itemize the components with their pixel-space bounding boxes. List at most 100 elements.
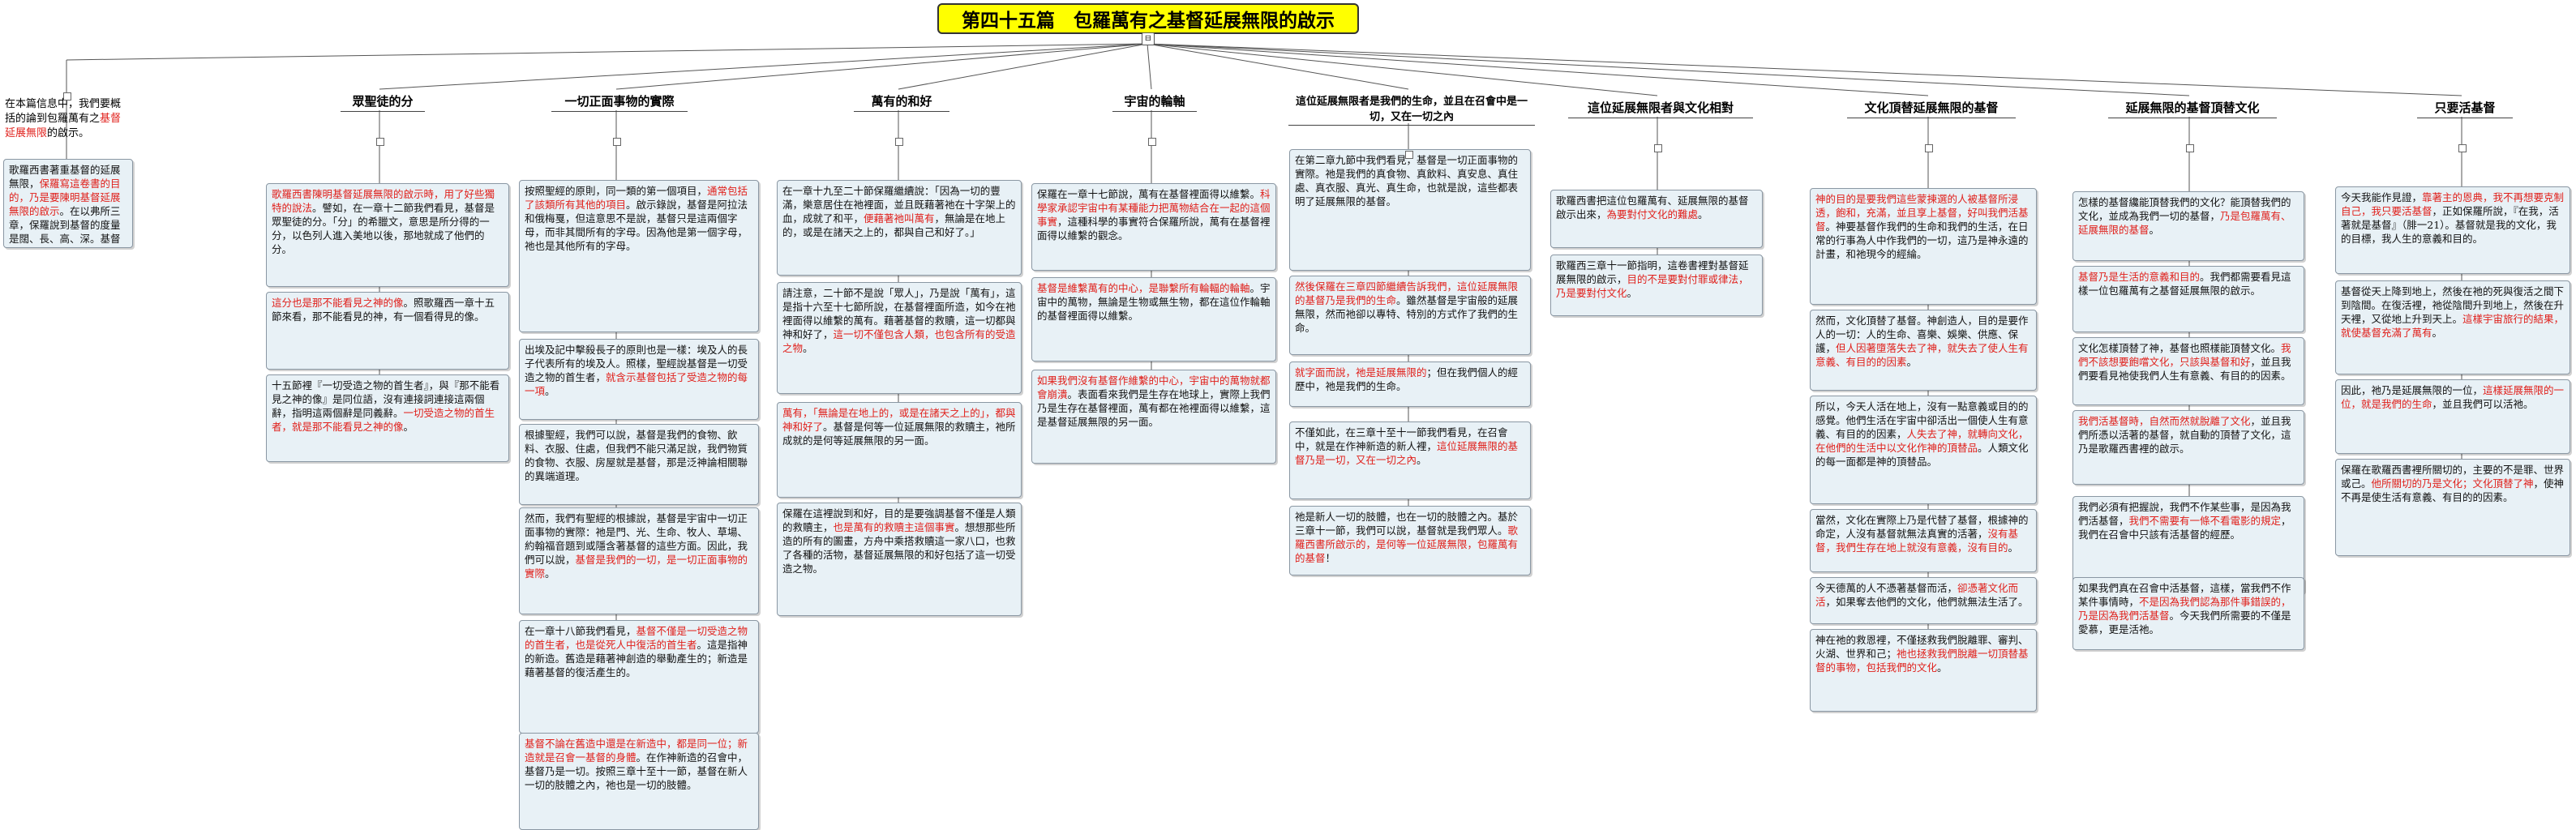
note-text: 十五節裡『一切受造之物的首生者』，與『那不能看見之神的像』是同位語，沒有連接詞連… [272, 379, 500, 419]
branch-toggle-icon[interactable] [895, 138, 903, 146]
note-text: 。 [1698, 208, 1708, 220]
note-card[interactable]: 我們活基督時，自然而然就脫離了文化，並且我們所憑以活著的基督，就自動的頂替了文化… [2072, 410, 2304, 485]
branch-title-7[interactable]: 文化頂替延展無限的基督 [1847, 97, 2016, 118]
note-card[interactable]: 不僅如此，在三章十至十一節我們看見，在召會中，就是在作神新造的新人裡，這位延展無… [1289, 421, 1531, 499]
note-card[interactable]: 神在祂的救恩裡，不僅拯救我們脫離罪、審判、火湖、世界和己；祂也拯救我們脫離一切頂… [1810, 629, 2037, 712]
note-text: 。 [545, 385, 555, 397]
note-card[interactable]: 請注意，二十節不是說「眾人」，乃是說「萬有」，這是指十六至十七節所說，在基督裡面… [777, 282, 1022, 394]
note-card[interactable]: 神的目的是要我們這些蒙揀選的人被基督所浸透，飽和，充滿，並且享上基督，好叫我們活… [1810, 188, 2037, 305]
note-card[interactable]: 歌羅西書著重基督的延展無限，保羅寫這卷書的目的，乃是要陳明基督延展無限的啟示。在… [3, 159, 133, 248]
note-card[interactable]: 出埃及記中擊殺長子的原則也是一樣：埃及人的長子代表所有的埃及人。照樣，聖經說基督… [519, 339, 759, 420]
branch-toggle-icon[interactable] [2186, 144, 2194, 152]
note-card[interactable]: 然後保羅在三章四節繼續告訴我們，這位延展無限的基督乃是我們的生命。雖然基督是宇宙… [1289, 276, 1531, 355]
note-card[interactable]: 基督是維繫萬有的中心，是聯繫所有輪輻的輪軸。宇宙中的萬物，無論是生物或無生物，都… [1031, 277, 1276, 362]
branch-toggle-icon[interactable] [2458, 144, 2467, 152]
branch-toggle-icon[interactable] [1405, 151, 1413, 159]
note-card[interactable]: 保羅在這裡說到和好，目的是要強調基督不僅是人類的救贖主，也是萬有的救贖主這個事實… [777, 503, 1022, 616]
branch-title-6[interactable]: 這位延展無限者與文化相對 [1568, 97, 1753, 118]
note-text: 。宇宙中的萬物，無論是生物或無生物，都在這位作輪軸的基督裡面得以維繫。 [1037, 282, 1271, 322]
note-text: 。 [803, 342, 813, 354]
note-card[interactable]: 所以，今天人活在地上，沒有一點意義或目的的感覺。他們生活在宇宙中卻活出一個使人生… [1810, 396, 2037, 504]
note-text: 祂是新人一切的肢體，也在一切的肢體之內。基於三章十一節，我們可以說，基督就是我們… [1295, 511, 1519, 537]
note-card[interactable]: 這分也是那不能看見之神的像。照歌羅西一章十五節來看，那不能看見的神，有一個看得見… [266, 292, 509, 370]
note-card[interactable]: 歌羅西書陳明基督延展無限的啟示時，用了好些獨特的說法。譬如，在一章十二節我們看見… [266, 183, 509, 287]
branch-title-3[interactable]: 萬有的和好 [854, 91, 949, 112]
note-card[interactable]: 基督從天上降到地上，然後在祂的死與復活之間下到陰間。在復活裡，祂從陰間升到地上，… [2335, 280, 2570, 374]
note-text: ，無論是在地上的，或是在諸天之上的，都與自己和好了。」 [782, 212, 1006, 238]
note-card[interactable]: 今天德萬的人不憑著基督而活，卻憑著文化而活，如果奪去他們的文化，他們就無法生活了… [1810, 577, 2037, 624]
note-text: 。照歌羅西一章十五節來看，那不能看見的神，有一個看得見的像。 [272, 297, 495, 323]
branch-toggle-icon[interactable] [376, 138, 384, 146]
note-card[interactable]: 歌羅西書把這位包羅萬有、延展無限的基督啟示出來，為要對付文化的難處。 [1550, 190, 1763, 248]
connector [1147, 43, 1409, 90]
branch-toggle-icon[interactable] [1148, 138, 1156, 146]
connector [1147, 43, 1152, 90]
highlight-text: 這位延展無限的基督乃是一切，又在一切之內 [1295, 440, 1519, 466]
note-card[interactable]: 因此，祂乃是延展無限的一位，這樣延展無限的一位，就是我們的生命，並且我們可以活祂… [2335, 379, 2570, 454]
branch-toggle-icon[interactable] [613, 138, 621, 146]
note-card[interactable]: 根據聖經，我們可以說，基督是我們的食物、飲料、衣服、住處，但我們不能只滿足說，我… [519, 424, 759, 505]
highlight-text: 沒有基督，我們生存在地上就沒有意義，沒有目的 [1815, 528, 2019, 554]
note-text: 。人類文化的每一面都是神的頂替品。 [1815, 442, 2029, 468]
note-text: 怎樣的基督纔能頂替我們的文化？能頂替我們的文化，並成為我們一切的基督， [2078, 196, 2291, 222]
note-text: 。 [403, 421, 414, 433]
note-card[interactable]: 如果我們沒有基督作維繫的中心，宇宙中的萬物就都會崩潰。表面看來我們是生存在地球上… [1031, 370, 1276, 464]
branch-title-1[interactable]: 眾聖徒的分 [341, 91, 425, 112]
note-text: 。啟示錄說，基督是阿拉法和俄梅戛，但這意思不是說，基督只是這兩個字母，而非其間所… [525, 199, 748, 252]
branch-toggle-icon[interactable] [1925, 144, 1933, 152]
note-card[interactable]: 歌羅西三章十一節指明，這卷書裡對基督延展無限的啟示，目的不是要對付罪或律法，乃是… [1550, 255, 1763, 316]
highlight-text: 他所關切的乃是文化；文化頂替了神 [2371, 477, 2534, 490]
highlight-text: 就含示基督包括了受造之物的每一項 [525, 371, 748, 397]
note-card[interactable]: 怎樣的基督纔能頂替我們的文化？能頂替我們的文化，並成為我們一切的基督，乃是包羅萬… [2072, 191, 2304, 261]
branch-title-9[interactable]: 只要活基督 [2417, 97, 2513, 118]
branch-title-5[interactable]: 這位延展無限者是我們的生命，並且在召會中是一切，又在一切之內 [1288, 91, 1535, 126]
branch-title-2[interactable]: 一切正面事物的實際 [551, 91, 688, 112]
note-card[interactable]: 基督不論在舊造中還是在新造中，都是同一位；新造就是召會一基督的身體。在作神新造的… [519, 733, 759, 830]
note-card[interactable]: 萬有，「無論是在地上的，或是在諸天之上的」，都與神和好了。基督是何等一位延展無限… [777, 402, 1022, 498]
note-text: 的啟示。 [47, 127, 90, 139]
root-topic-title[interactable]: 第四十五篇 包羅萬有之基督延展無限的啟示 [937, 3, 1359, 34]
note-text: 。 [1417, 454, 1427, 466]
connector [898, 43, 1148, 90]
expand-collapse-icon[interactable]: ⊟ [1142, 32, 1155, 45]
note-card[interactable]: 在一章十九至二十節保羅繼續說：「因為一切的豐滿，樂意居住在祂裡面，並且既藉著祂在… [777, 180, 1022, 276]
branch-toggle-icon[interactable] [1654, 144, 1662, 152]
note-text: 今天德萬的人不憑著基督而活， [1815, 582, 1958, 594]
note-card[interactable]: 然而，我們有聖經的根據說，基督是宇宙中一切正面事物的實際：祂是門、光、生命、牧人… [519, 507, 759, 614]
note-text: ，並且我們所憑以活著的基督，就自動的頂替了文化，這乃是歌羅西書裡的啟示。 [2078, 415, 2291, 455]
highlight-text: 基督乃是生活的意義和目的 [2078, 271, 2201, 283]
note-card[interactable]: 祂是新人一切的肢體，也在一切的肢體之內。基於三章十一節，我們可以說，基督就是我們… [1289, 506, 1531, 575]
note-text: 。這是指神的新造。舊造是藉著神創造的舉動產生的；新造是藉著基督的復活產生的。 [525, 639, 748, 678]
note-card[interactable]: 十五節裡『一切受造之物的首生者』，與『那不能看見之神的像』是同位語，沒有連接詞連… [266, 374, 509, 462]
branch-title-8[interactable]: 延展無限的基督頂替文化 [2108, 97, 2277, 118]
note-card[interactable]: 在一章十八節我們看見，基督不僅是一切受造之物的首生者，也是從死人中復活的首生者。… [519, 620, 759, 734]
highlight-text: 卻憑著文化而活 [1815, 582, 2019, 608]
note-card[interactable]: 文化怎樣頂替了神，基督也照樣能頂替文化。我們不該想要飽嚐文化，只該與基督和好，並… [2072, 337, 2304, 405]
note-text: 。 [1937, 661, 1948, 674]
highlight-text: 也是萬有的救贖主這個事實 [833, 521, 955, 533]
branch-title-4[interactable]: 宇宙的輪軸 [1112, 91, 1197, 112]
note-card[interactable]: 保羅在歌羅西書裡所關切的，主要的不是罪、世界或己。他所關切的乃是文化；文化頂替了… [2335, 459, 2570, 556]
note-text: 出埃及記中擊殺長子的原則也是一樣：埃及人的長子代表所有的埃及人。照樣，聖經說基督… [525, 344, 748, 383]
note-text: 文化怎樣頂替了神，基督也照樣能頂替文化。 [2078, 342, 2282, 354]
note-card[interactable]: 然而，文化頂替了基督。神創造人，目的是要作人的一切：人的生命、喜樂、娛樂、供應、… [1810, 310, 2037, 391]
note-card[interactable]: 保羅在一章十七節說，萬有在基督裡面得以維繫。科學家承認宇宙中有某種能力把萬物結合… [1031, 183, 1276, 271]
highlight-text: 神的目的是要我們這些蒙揀選的人被基督所浸透，飽和，充滿，並且享上基督，好叫我們活… [1815, 193, 2029, 233]
note-text: 按照聖經的原則，同一類的第一個項目， [525, 185, 708, 197]
connector-lines [66, 43, 2462, 734]
branch-toggle-icon[interactable] [63, 92, 71, 101]
note-text: 。譬如，在一章十二節我們看見，基督是眾聖徒的分。「分」的希臘文，意思是所分得的一… [272, 202, 495, 255]
note-card[interactable]: 當然，文化在實際上乃是代替了基督，根據神的命定，人沒有基督就無法真實的活著，沒有… [1810, 509, 2037, 572]
highlight-text: 但人因著墮落失去了神，就失去了使人生有意義、有目的的因素 [1815, 342, 2029, 368]
note-card[interactable]: 按照聖經的原則，同一類的第一個項目，通常包括了該類所有其他的項目。啟示錄說，基督… [519, 180, 759, 332]
highlight-text: 基督是維繫萬有的中心，是聯繫所有輪輻的輪軸 [1037, 282, 1250, 294]
note-text: ，我們在召會中只該有活基督的經歷。 [2078, 515, 2291, 541]
highlight-text: 歌羅西書陳明基督延展無限的啟示時，用了好些獨特的說法 [272, 188, 495, 214]
note-text: 神在祂的救恩裡，不僅拯救我們脫離罪、審判、火湖、世界和己； [1815, 634, 2029, 660]
highlight-text: 就字面而說，祂是延展無限的 [1295, 366, 1427, 379]
note-card[interactable]: 基督乃是生活的意義和目的。我們都需要看見這樣一位包羅萬有之基督延展無限的啟示。 [2072, 266, 2304, 332]
note-card[interactable]: 今天我能作見證，靠著主的恩典，我不再想要克制自己，我只要活基督，正如保羅所說，『… [2335, 186, 2570, 274]
note-card[interactable]: 就字面而說，祂是延展無限的；但在我們個人的經歷中，祂是我們的生命。 [1289, 362, 1531, 407]
note-card[interactable]: 在第二章九節中我們看見，基督是一切正面事物的實際。祂是我們的真食物、真飲料、真安… [1289, 149, 1531, 271]
note-card[interactable]: 如果我們真在召會中活基督，這樣，當我們不作某件事情時，不是因為我們認為那件事錯誤… [2072, 577, 2304, 650]
